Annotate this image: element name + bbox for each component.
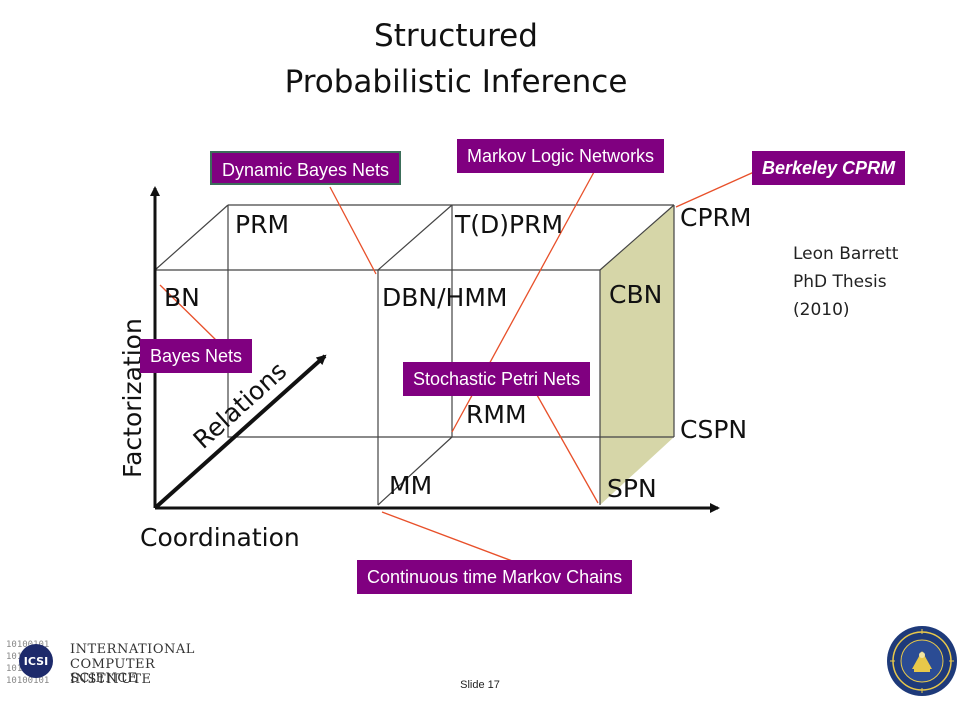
icsi-binary-icon: 10100101 10100101 10100101 10100101 ICSI xyxy=(6,640,53,686)
title-line-1: Structured xyxy=(374,18,538,54)
thesis-note: Leon Barrett PhD Thesis (2010) xyxy=(793,240,898,324)
label-prm: PRM xyxy=(235,210,289,239)
axis-label-coordination: Coordination xyxy=(140,523,300,552)
icsi-logo: 10100101 10100101 10100101 10100101 ICSI… xyxy=(6,637,206,687)
note-line-3: (2010) xyxy=(793,300,850,320)
label-rmm: RMM xyxy=(466,400,527,429)
university-seal-icon xyxy=(887,626,957,696)
callout-markov-logic-networks: Markov Logic Networks xyxy=(457,139,665,173)
label-dbnhmm: DBN/HMM xyxy=(382,283,507,312)
icsi-line-2: COMPUTER SCIENCE xyxy=(70,657,156,686)
slide-number: Slide 17 xyxy=(460,679,500,691)
note-line-1: Leon Barrett xyxy=(793,244,899,264)
note-line-2: PhD Thesis xyxy=(793,272,887,292)
callout-connectors xyxy=(159,171,755,563)
relations-axis xyxy=(153,354,327,510)
callout-stochastic-petri-nets: Stochastic Petri Nets xyxy=(403,362,591,396)
cbn-face xyxy=(600,205,674,505)
title-line-2: Probabilistic Inference xyxy=(284,64,628,100)
callout-bayes-nets: Bayes Nets xyxy=(140,339,253,373)
svg-text:ICSI: ICSI xyxy=(24,655,48,668)
label-spn: SPN xyxy=(607,474,657,503)
label-cprm: CPRM xyxy=(680,203,751,232)
callout-continuous-time-markov-chains: Continuous time Markov Chains xyxy=(357,560,633,594)
callout-dynamic-bayes-nets: Dynamic Bayes Nets xyxy=(210,151,402,185)
label-bn: BN xyxy=(164,283,200,312)
label-cbn: CBN xyxy=(609,280,662,309)
label-tdprm: T(D)PRM xyxy=(454,210,563,239)
icsi-line-1: INTERNATIONAL xyxy=(70,642,195,657)
callout-berkeley-cprm: Berkeley CPRM xyxy=(752,151,906,185)
label-cspn: CSPN xyxy=(680,415,747,444)
svg-text:10100101: 10100101 xyxy=(6,640,49,650)
label-mm: MM xyxy=(389,471,432,500)
icsi-line-3: INSTITUTE xyxy=(70,672,152,687)
svg-text:10100101: 10100101 xyxy=(6,676,49,686)
cube-grid xyxy=(154,204,675,506)
